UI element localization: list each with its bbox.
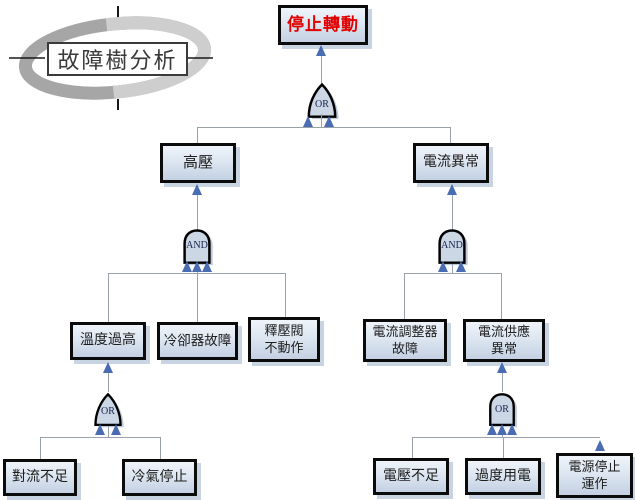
node-over-usage: 過度用電 [465, 458, 541, 495]
node-current-abnormal: 電流異常 [413, 143, 489, 183]
arrow-up-icon [497, 362, 507, 373]
gate-right-and: AND [430, 228, 474, 266]
connector-line [108, 273, 109, 322]
node-high-pressure-label: 高壓 [182, 154, 213, 171]
node-voltage-low-label: 電壓不足 [383, 468, 439, 484]
connector-line [160, 437, 161, 459]
connector-line [108, 273, 285, 274]
connector-line [412, 437, 600, 438]
connector-line [285, 273, 286, 317]
node-temp-too-high: 溫度過高 [70, 322, 146, 360]
arrow-up-icon [497, 424, 507, 435]
gate-right-or-label: OR [495, 404, 509, 415]
logo-title-box: 故障樹分析 [47, 42, 188, 76]
connector-line [412, 437, 413, 458]
gate-left-and: AND [175, 228, 219, 266]
node-top-event-label: 停止轉動 [287, 15, 359, 35]
node-top-event: 停止轉動 [278, 5, 368, 45]
connector-line [404, 273, 405, 319]
node-aircon-stop-label: 冷氣停止 [131, 469, 188, 485]
gate-left-or-label: OR [101, 406, 115, 417]
node-cooler-failure-label: 冷卻器故障 [163, 332, 232, 348]
arrow-up-icon [192, 261, 202, 272]
fault-tree-logo: 故障樹分析 [5, 0, 215, 115]
gate-left-and-label: AND [186, 240, 208, 251]
node-regulator-failure-label: 電流調整器 故障 [372, 324, 438, 356]
arrow-up-icon [447, 184, 457, 195]
connector-line [501, 273, 502, 319]
arrow-up-icon [182, 261, 192, 272]
connector-line [40, 437, 41, 459]
gate-right-or: OR [482, 392, 522, 428]
arrow-up-icon [316, 45, 326, 56]
connector-line [108, 426, 109, 437]
node-voltage-low: 電壓不足 [373, 458, 449, 495]
node-temp-too-high-label: 溫度過高 [80, 333, 136, 349]
connector-line [108, 364, 109, 392]
arrow-up-icon [438, 261, 448, 272]
node-relief-valve-fail: 釋壓閥 不動作 [248, 317, 320, 362]
connector-line [452, 186, 453, 230]
gate-top-or-label: OR [315, 99, 329, 110]
node-supply-abnormal-label: 電流供應 異常 [477, 324, 530, 356]
arrow-up-icon [95, 424, 105, 435]
arrow-up-icon [303, 116, 313, 127]
node-aircon-stop: 冷氣停止 [122, 459, 197, 496]
node-over-usage-label: 過度用電 [475, 468, 531, 484]
gate-left-or: OR [88, 392, 128, 428]
node-high-pressure: 高壓 [160, 143, 236, 183]
connector-line [502, 364, 503, 392]
node-power-stop-label: 電源停止 運作 [568, 459, 621, 491]
arrow-up-icon [202, 261, 212, 272]
arrow-up-icon [595, 440, 605, 451]
connector-line [40, 437, 160, 438]
arrow-up-icon [111, 424, 121, 435]
connector-line [452, 264, 453, 273]
gate-right-and-label: AND [441, 240, 463, 251]
node-power-stop: 電源停止 運作 [556, 453, 633, 498]
connector-line [197, 127, 450, 128]
connector-line [404, 273, 501, 274]
node-convection-low-label: 對流不足 [12, 469, 68, 485]
arrow-up-icon [487, 424, 497, 435]
arrow-up-icon [507, 424, 517, 435]
connector-line [197, 186, 198, 230]
arrow-up-icon [324, 116, 334, 127]
connector-line [503, 437, 504, 458]
connector-line [321, 47, 322, 83]
connector-line [321, 114, 322, 127]
node-regulator-failure: 電流調整器 故障 [363, 319, 447, 362]
node-cooler-failure: 冷卻器故障 [157, 322, 238, 360]
node-supply-abnormal: 電流供應 異常 [463, 319, 545, 362]
connector-line [197, 127, 198, 143]
connector-line [450, 127, 451, 143]
connector-line [197, 273, 198, 322]
arrow-up-icon [103, 362, 113, 373]
node-current-abnormal-label: 電流異常 [423, 155, 479, 171]
logo-ellipse-graphic [9, 6, 213, 110]
gate-top-or: OR [300, 82, 344, 120]
arrow-up-icon [456, 261, 466, 272]
node-relief-valve-fail-label: 釋壓閥 不動作 [264, 323, 304, 355]
node-convection-low: 對流不足 [3, 459, 77, 496]
logo-title: 故障樹分析 [57, 48, 178, 73]
arrow-up-icon [192, 184, 202, 195]
